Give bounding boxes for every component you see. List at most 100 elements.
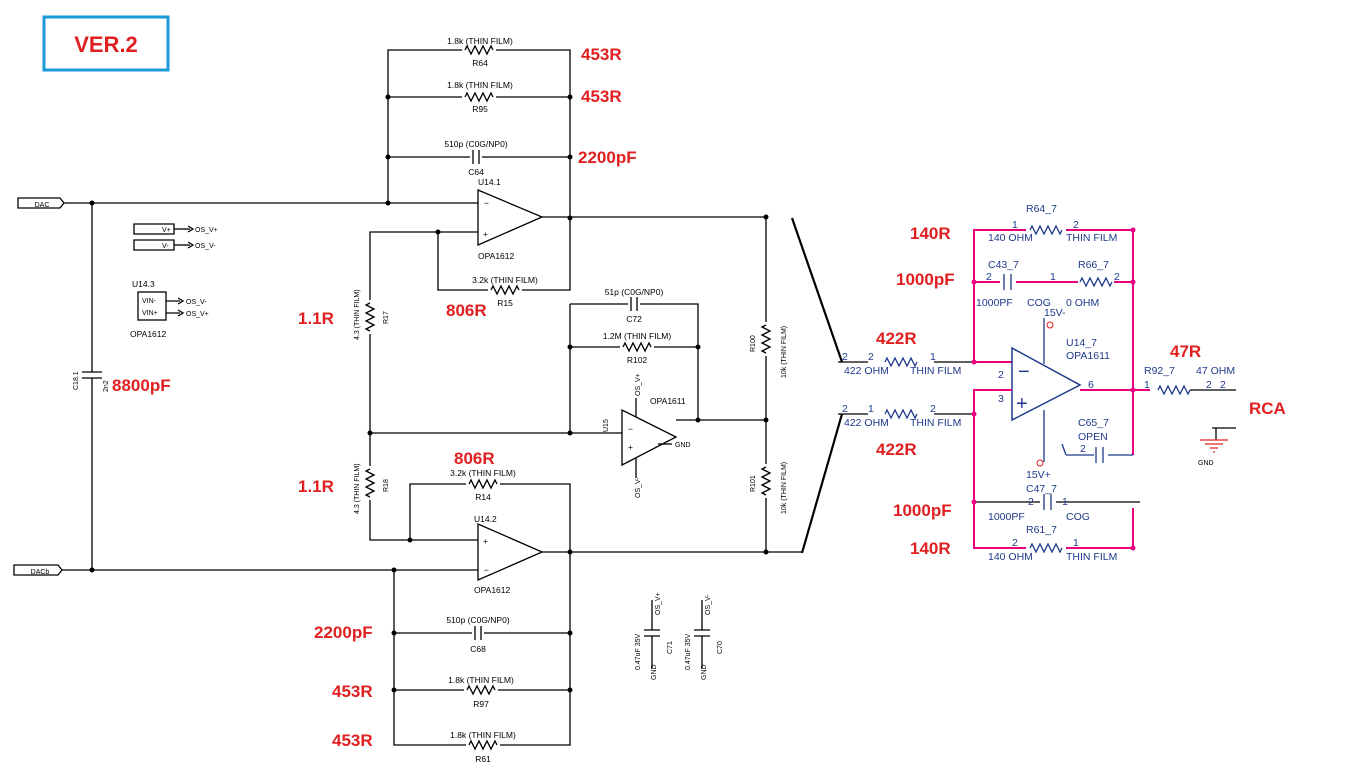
gnd-symbol: GND — [1198, 427, 1236, 467]
svg-text:R64: R64 — [472, 58, 488, 68]
svg-text:C65_7: C65_7 — [1078, 417, 1109, 429]
svg-text:R97: R97 — [473, 699, 489, 709]
svg-text:15V+: 15V+ — [1026, 469, 1051, 481]
svg-text:V-: V- — [162, 243, 169, 250]
svg-text:OS_V-: OS_V- — [186, 299, 207, 306]
svg-text:OPA1612: OPA1612 — [130, 329, 167, 339]
svg-text:1000PF: 1000PF — [988, 511, 1025, 523]
svg-text:OS_V+: OS_V+ — [195, 227, 218, 234]
svg-text:C71: C71 — [667, 641, 674, 654]
svg-text:R15: R15 — [497, 298, 513, 308]
svg-text:4.3 (THIN FILM): 4.3 (THIN FILM) — [354, 463, 361, 514]
r-in1-note: 422R — [876, 329, 917, 348]
svg-text:C64: C64 — [468, 167, 484, 177]
svg-text:3.2k (THIN FILM): 3.2k (THIN FILM) — [450, 468, 516, 478]
r95-note: 453R — [581, 87, 622, 106]
svg-text:V+: V+ — [162, 227, 171, 234]
r64-7-note: 140R — [910, 224, 951, 243]
svg-text:10k (THIN FILM): 10k (THIN FILM) — [781, 462, 788, 514]
svg-text:GND: GND — [701, 664, 708, 680]
vminus-port: V- OS_V- — [133, 239, 216, 251]
svg-text:OPA1612: OPA1612 — [478, 251, 515, 261]
r14-resistor: 3.2k (THIN FILM) R14 — [450, 468, 516, 502]
c47-7-note: 1000pF — [893, 501, 952, 520]
r61-resistor: 1.8k (THIN FILM) R61 — [450, 730, 516, 764]
r-in2-note: 422R — [876, 440, 917, 459]
svg-text:U14.3: U14.3 — [132, 279, 155, 289]
svg-text:1.8k (THIN FILM): 1.8k (THIN FILM) — [447, 36, 513, 46]
r61-7-note: 140R — [910, 539, 951, 558]
svg-text:OS_V+: OS_V+ — [186, 311, 209, 318]
r18-note: 1.1R — [298, 477, 334, 496]
svg-text:OPA1611: OPA1611 — [1066, 350, 1110, 362]
svg-text:R101: R101 — [750, 475, 757, 492]
c64-note: 2200pF — [578, 148, 637, 167]
svg-text:THIN FILM: THIN FILM — [1066, 551, 1117, 563]
svg-text:+: + — [483, 536, 488, 546]
svg-text:1: 1 — [1062, 496, 1068, 508]
svg-text:140 OHM: 140 OHM — [988, 551, 1033, 563]
u14-1-opamp: − + U14.1 OPA1612 — [477, 177, 544, 261]
svg-text:510p (C0G/NP0): 510p (C0G/NP0) — [446, 615, 509, 625]
svg-text:47 OHM: 47 OHM — [1196, 365, 1235, 377]
svg-text:1: 1 — [1144, 379, 1150, 391]
svg-text:422 OHM: 422 OHM — [844, 417, 889, 429]
svg-text:3: 3 — [998, 393, 1004, 405]
svg-text:COG: COG — [1066, 511, 1090, 523]
svg-text:C72: C72 — [626, 314, 642, 324]
c64-capacitor: 510p (C0G/NP0) C64 — [444, 139, 507, 177]
dac-port: DAC — [17, 197, 65, 209]
svg-text:2: 2 — [1220, 379, 1226, 391]
r64-resistor: 1.8k (THIN FILM) R64 — [447, 36, 513, 68]
svg-text:VIN-: VIN- — [142, 298, 157, 305]
svg-text:R18: R18 — [383, 479, 390, 492]
svg-text:422 OHM: 422 OHM — [844, 365, 889, 377]
svg-text:C68: C68 — [470, 644, 486, 654]
svg-text:OPEN: OPEN — [1078, 431, 1108, 443]
svg-text:2: 2 — [1073, 219, 1079, 231]
svg-text:2: 2 — [930, 403, 936, 415]
svg-text:+: + — [483, 229, 488, 239]
r14-note: 806R — [454, 449, 495, 468]
svg-text:2: 2 — [1080, 443, 1086, 455]
svg-text:GND: GND — [1198, 460, 1214, 467]
svg-text:GND: GND — [675, 442, 691, 449]
svg-text:R102: R102 — [627, 355, 648, 365]
svg-text:2n2: 2n2 — [103, 380, 110, 392]
svg-text:THIN FILM: THIN FILM — [910, 417, 961, 429]
svg-text:OS_V-: OS_V- — [705, 594, 712, 615]
svg-text:OPA1612: OPA1612 — [474, 585, 511, 595]
svg-text:R92_7: R92_7 — [1144, 365, 1175, 377]
svg-text:2: 2 — [842, 351, 848, 363]
svg-text:R17: R17 — [383, 311, 390, 324]
svg-text:COG: COG — [1027, 297, 1051, 309]
svg-text:2: 2 — [1012, 537, 1018, 549]
r100-resistor: R100 10k (THIN FILM) — [750, 322, 788, 378]
svg-text:6: 6 — [1088, 379, 1094, 391]
svg-text:3.2k (THIN FILM): 3.2k (THIN FILM) — [472, 275, 538, 285]
vplus-port: V+ OS_V+ — [133, 223, 218, 235]
svg-text:U14.2: U14.2 — [474, 514, 497, 524]
u14-7-opamp: − + U14_7 OPA1611 15V- 15V+ 23 6 — [998, 307, 1110, 481]
connect-line-bottom — [800, 413, 844, 554]
c72-capacitor: 51p (C0G/NP0) C72 — [605, 287, 664, 324]
svg-text:4.3 (THIN FILM): 4.3 (THIN FILM) — [354, 289, 361, 340]
svg-text:1: 1 — [1012, 219, 1018, 231]
svg-text:OS_V+: OS_V+ — [655, 592, 662, 615]
c68-note: 2200pF — [314, 623, 373, 642]
svg-text:−: − — [484, 198, 489, 208]
c68-capacitor: 510p (C0G/NP0) C68 — [446, 615, 509, 654]
r64-note: 453R — [581, 45, 622, 64]
version-badge: VER.2 — [42, 15, 170, 72]
dacb-port: DACb — [13, 564, 63, 576]
svg-text:1000PF: 1000PF — [976, 297, 1013, 309]
svg-text:C47_7: C47_7 — [1026, 483, 1057, 495]
svg-text:2: 2 — [1114, 271, 1120, 283]
svg-text:−: − — [1018, 361, 1030, 383]
svg-text:R14: R14 — [475, 492, 491, 502]
